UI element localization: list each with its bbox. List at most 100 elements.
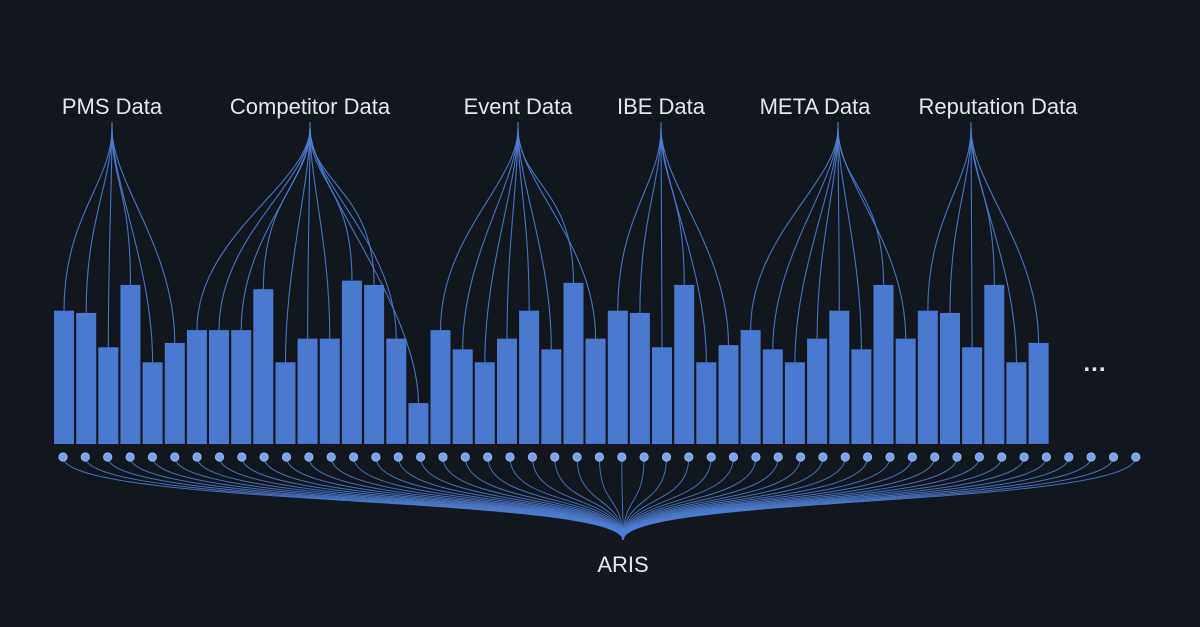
connection-node [751, 452, 761, 462]
data-bar [98, 347, 119, 445]
connection-node [147, 452, 157, 462]
sink-link-line [576, 456, 624, 541]
sink-link-line [621, 456, 624, 541]
data-bar [696, 362, 717, 444]
source-label-reputation: Reputation Data [918, 94, 1078, 119]
source-link-line [309, 127, 419, 404]
data-bar [142, 362, 163, 444]
data-bar [829, 310, 850, 444]
data-bar [452, 349, 473, 444]
source-link-line [750, 127, 839, 331]
source-link-line [63, 127, 113, 311]
sink-link-line [442, 456, 624, 541]
data-bar [1028, 342, 1049, 444]
sink-link-line [598, 456, 624, 541]
connection-node [639, 452, 649, 462]
connection-node [1108, 452, 1119, 462]
data-bar [386, 338, 407, 444]
source-link-line [85, 127, 113, 313]
source-connector-lines [63, 122, 1040, 404]
source-link-line [440, 127, 519, 331]
source-link-line [517, 127, 530, 311]
source-link-line [517, 127, 574, 283]
source-link-line [107, 127, 113, 348]
data-bar [253, 289, 274, 444]
connection-node [460, 452, 470, 462]
sink-link-line [622, 456, 779, 541]
source-link-line [617, 127, 662, 311]
data-bar [740, 330, 761, 445]
source-link-line [837, 127, 907, 339]
connection-node [885, 452, 895, 462]
source-link-line [949, 127, 972, 313]
sink-link-line [622, 456, 667, 541]
connection-node [304, 452, 314, 462]
sink-link-line [622, 456, 734, 541]
source-link-line [262, 127, 311, 290]
data-bar [474, 362, 495, 444]
data-bar [364, 284, 385, 444]
connection-node [1041, 452, 1052, 462]
connection-node [1086, 452, 1096, 462]
connection-node [326, 452, 336, 462]
sink-link-line [622, 456, 645, 541]
data-bar [629, 312, 650, 445]
data-bar [54, 310, 74, 444]
connection-node [684, 452, 694, 462]
connection-node [527, 452, 538, 462]
data-bar [1006, 362, 1027, 444]
source-label-meta: META Data [759, 94, 871, 119]
data-bar [784, 362, 805, 444]
source-link-line [517, 127, 552, 350]
data-bar [297, 338, 318, 444]
connection-node [103, 452, 113, 462]
source-link-line [111, 127, 176, 343]
source-label-competitor: Competitor Data [229, 94, 391, 119]
sink-link-line [308, 456, 624, 541]
connection-node [997, 452, 1007, 462]
source-link-line [837, 127, 885, 285]
connection-node [952, 452, 962, 462]
connection-node [930, 452, 940, 462]
connection-node [862, 452, 873, 462]
sink-link-line [420, 456, 624, 541]
data-bar [652, 347, 672, 445]
source-label-ibe: IBE Data [616, 94, 706, 119]
source-link-line [309, 127, 331, 339]
connection-node [1019, 452, 1029, 462]
data-bar [76, 312, 97, 445]
connection-node [170, 452, 180, 462]
sink-link-line [509, 456, 624, 541]
data-bar [807, 338, 828, 444]
data-bar [940, 312, 960, 445]
connection-node [907, 452, 917, 462]
data-bar [209, 330, 229, 445]
data-bar [895, 338, 916, 444]
sink-link-line [622, 456, 712, 541]
connection-node [348, 452, 359, 462]
source-link-line [484, 127, 519, 363]
source-link-line [970, 127, 973, 348]
data-bar [718, 345, 739, 444]
data-bar [186, 330, 207, 445]
data-bar [408, 403, 429, 444]
source-link-line [927, 127, 972, 311]
data-bar [541, 349, 562, 444]
connection-node [840, 452, 850, 462]
data-bar [607, 310, 628, 444]
connection-node [1131, 452, 1141, 462]
connection-node [125, 452, 135, 462]
sink-link-line [622, 456, 1137, 541]
source-link-line [111, 127, 154, 363]
connection-node [706, 452, 716, 462]
source-link-line [660, 127, 663, 348]
source-link-line [284, 127, 311, 363]
more-indicator: ... [1083, 350, 1107, 377]
source-link-line [794, 127, 839, 363]
data-bar [120, 284, 141, 444]
data-bar [962, 347, 983, 445]
sink-link-line [241, 456, 624, 541]
connection-node [483, 452, 493, 462]
